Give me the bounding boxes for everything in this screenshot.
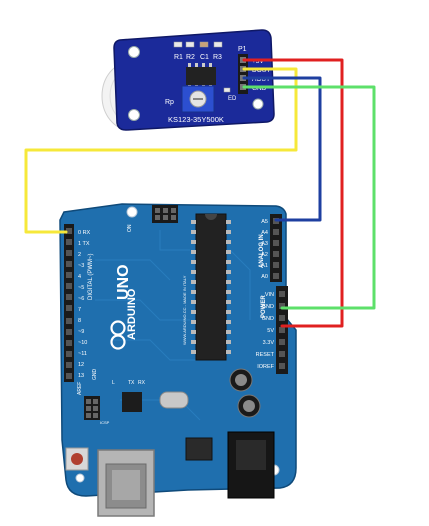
pin-label: ~3 — [78, 263, 84, 269]
header-label: P1 — [238, 46, 247, 53]
microcontroller-chip — [195, 213, 227, 361]
power-pin-labels: VIN GND GND 5V 3.3V RESET IOREF — [256, 292, 275, 370]
pin-label: 12 — [78, 362, 84, 368]
pin-label: 3.3V — [263, 340, 275, 346]
sensor-mount-hole — [252, 98, 264, 110]
sensor-module: R1 R2 C1 R3 Rp ED P1 +5V DOUT AOUT GND K… — [101, 29, 275, 131]
c1-label: C1 — [200, 54, 209, 61]
made-in-label: WWW.ARDUINO.CC - MADE IN ITALY — [182, 275, 187, 345]
icsp-label: ICSP — [100, 420, 110, 425]
pin-label: RESET — [256, 352, 275, 358]
sensor-mount-hole — [128, 109, 140, 121]
wire-gnd — [242, 85, 376, 310]
arduino-pcb — [59, 203, 297, 497]
arduino-model-text: UNO — [115, 264, 132, 300]
power-label: POWER — [261, 295, 267, 318]
mounting-hole — [126, 206, 138, 218]
pin-label: 1 TX — [78, 241, 90, 247]
pin-label: ~9 — [78, 329, 84, 335]
pin-label: 13 — [78, 373, 84, 379]
r1-label: R1 — [174, 54, 183, 61]
pin-label: ~10 — [78, 340, 87, 346]
r3-label: R3 — [213, 54, 222, 61]
pin-label: A2 — [261, 252, 268, 258]
pin-label: GND — [262, 316, 274, 322]
pin-label: IOREF — [257, 364, 274, 370]
icsp-header-top — [152, 205, 178, 223]
analog-label: ANALOG IN — [259, 234, 265, 268]
gnd-label: GND — [92, 369, 98, 381]
pin-label: A3 — [261, 241, 268, 247]
analog-header — [270, 214, 282, 282]
pin-label: VIN — [265, 292, 274, 298]
sensor-pin-header — [238, 54, 248, 94]
sensor-opamp-chip — [186, 67, 216, 85]
chip-notch — [205, 214, 217, 220]
wires — [24, 58, 376, 328]
smd-components — [173, 41, 223, 48]
l-led-label: L — [112, 380, 115, 386]
digital-header — [64, 224, 74, 382]
digital-header-pins — [66, 228, 72, 379]
wire-vcc — [242, 58, 344, 328]
pin-label: 4 — [78, 274, 81, 280]
pin-label: 5V — [267, 328, 274, 334]
pin-label: A1 — [261, 263, 268, 269]
arduino-brand-text: ARDUINO — [126, 288, 138, 340]
arduino-board: ARDUINO UNO DIGITAL (PWM~) ANALOG IN POW… — [59, 203, 297, 517]
power-header-pins — [279, 291, 285, 369]
pin-label: A5 — [261, 219, 268, 225]
sensor-model-label: KS123-35Y500K — [168, 115, 224, 124]
pcb-traces — [95, 230, 251, 421]
pin-label: 7 — [78, 307, 81, 313]
crystal-oscillator — [159, 391, 189, 409]
pin-label: ~11 — [78, 351, 87, 357]
r2-label: R2 — [186, 54, 195, 61]
rx-label: RX — [138, 380, 146, 386]
sensor-mount-hole — [128, 46, 140, 58]
chip-pins — [191, 220, 231, 354]
voltage-regulator — [185, 437, 213, 461]
pot-label: Rp — [165, 99, 174, 106]
aref-label: AREF — [77, 382, 83, 395]
pin-label: 8 — [78, 318, 81, 324]
sensor-led — [223, 87, 231, 93]
pin-label: ~6 — [78, 296, 84, 302]
wire-dout — [24, 67, 298, 234]
on-led-label: ON — [127, 224, 133, 232]
digital-pin-labels: 0 RX 1 TX 2 ~3 4 ~5 ~6 7 8 ~9 ~10 ~11 12 13 — [78, 230, 91, 379]
reset-button[interactable] — [71, 453, 83, 465]
pin-label: A4 — [261, 230, 268, 236]
digital-label: DIGITAL (PWM~) — [88, 253, 94, 300]
led-label: ED — [228, 96, 237, 102]
pin-label: A0 — [261, 274, 268, 280]
pin-label: 0 RX — [78, 230, 91, 236]
wire-aout — [242, 76, 322, 222]
arduino-logo — [110, 320, 126, 350]
pin-label: GND — [262, 304, 274, 310]
usb-interface-chip — [122, 392, 142, 412]
pin-label: ~5 — [78, 285, 84, 291]
pin-label: 2 — [78, 252, 81, 258]
mounting-hole — [75, 473, 85, 483]
tx-label: TX — [128, 380, 135, 386]
